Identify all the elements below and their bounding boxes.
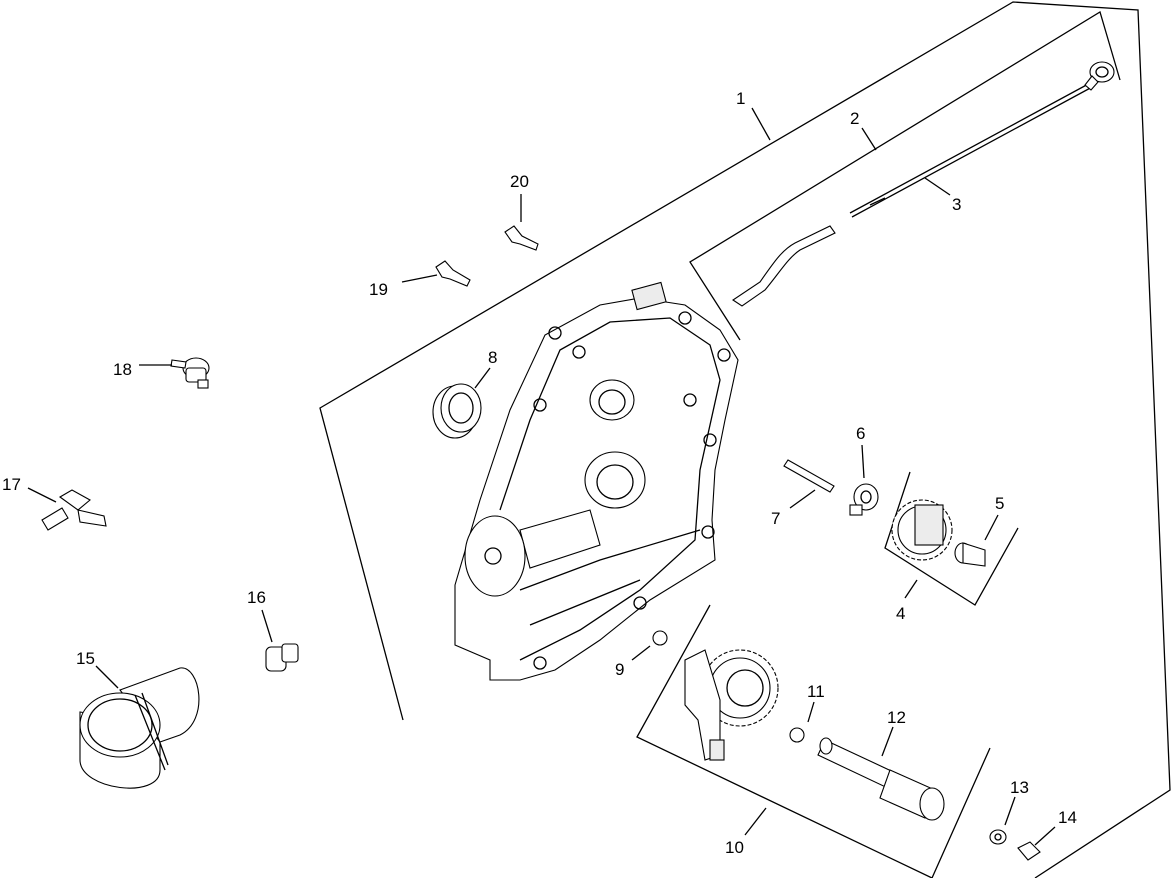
callout-13: 13 bbox=[1010, 778, 1029, 797]
leader-1 bbox=[751, 107, 771, 141]
plug-16-part bbox=[265, 643, 299, 672]
leader-3 bbox=[924, 177, 951, 196]
group-outline-1 bbox=[319, 1, 1171, 878]
leader-16 bbox=[261, 609, 273, 643]
callout-1: 1 bbox=[736, 89, 745, 108]
ball-11-part bbox=[789, 727, 805, 743]
gear-cover-part bbox=[454, 281, 739, 681]
oil-pump-gear-part bbox=[684, 649, 779, 761]
fitting-18-part bbox=[170, 357, 210, 389]
callout-3: 3 bbox=[952, 195, 961, 214]
leader-lines bbox=[27, 107, 1056, 846]
callout-14: 14 bbox=[1058, 808, 1077, 827]
leader-17 bbox=[27, 487, 57, 503]
pin-5-part bbox=[954, 542, 986, 567]
leader-14 bbox=[1034, 826, 1056, 846]
callout-5: 5 bbox=[995, 494, 1004, 513]
callout-6: 6 bbox=[856, 424, 865, 443]
oil-filter-part bbox=[79, 667, 200, 789]
callout-labels: 1 2 3 4 5 6 7 8 9 10 11 12 13 14 15 16 1… bbox=[2, 89, 1077, 857]
leader-8 bbox=[474, 367, 491, 389]
elbow-fitting-part bbox=[41, 489, 107, 531]
callout-19: 19 bbox=[369, 280, 388, 299]
group-outline-4 bbox=[884, 471, 1019, 606]
callout-10: 10 bbox=[725, 838, 744, 857]
callout-18: 18 bbox=[113, 360, 132, 379]
washer-6-part bbox=[849, 483, 879, 516]
callout-12: 12 bbox=[887, 708, 906, 727]
pin-7-part bbox=[783, 459, 835, 493]
bolt-19-part bbox=[435, 260, 471, 287]
callout-17: 17 bbox=[2, 475, 21, 494]
callout-11: 11 bbox=[807, 682, 825, 701]
callout-7: 7 bbox=[771, 509, 780, 528]
washer-13-part bbox=[989, 829, 1007, 845]
group-outline-10 bbox=[636, 604, 991, 878]
leader-19 bbox=[401, 274, 438, 283]
leader-10 bbox=[744, 807, 767, 836]
leader-12 bbox=[881, 726, 894, 757]
plug-14-part bbox=[1017, 841, 1041, 861]
oil-seal-part bbox=[432, 383, 482, 439]
gear-4-part bbox=[891, 499, 953, 561]
leader-11 bbox=[807, 701, 815, 723]
ball-9-part bbox=[652, 630, 668, 646]
leader-7 bbox=[789, 489, 816, 509]
callout-2: 2 bbox=[850, 109, 859, 128]
bolt-20-part bbox=[504, 225, 539, 251]
dipstick-part bbox=[732, 61, 1115, 307]
callout-9: 9 bbox=[615, 660, 624, 679]
shaft-12-part bbox=[817, 737, 945, 821]
leader-2 bbox=[861, 127, 877, 151]
leader-6 bbox=[861, 444, 865, 479]
callout-8: 8 bbox=[488, 348, 497, 367]
callout-20: 20 bbox=[510, 172, 529, 191]
callout-16: 16 bbox=[247, 588, 266, 607]
callout-4: 4 bbox=[896, 604, 905, 623]
leader-13 bbox=[1004, 796, 1016, 826]
leader-5 bbox=[984, 514, 999, 541]
leader-15 bbox=[95, 665, 119, 689]
callout-15: 15 bbox=[76, 649, 95, 668]
group-outline-2 bbox=[689, 11, 1121, 341]
leader-9 bbox=[631, 645, 651, 661]
leader-4 bbox=[904, 579, 918, 599]
